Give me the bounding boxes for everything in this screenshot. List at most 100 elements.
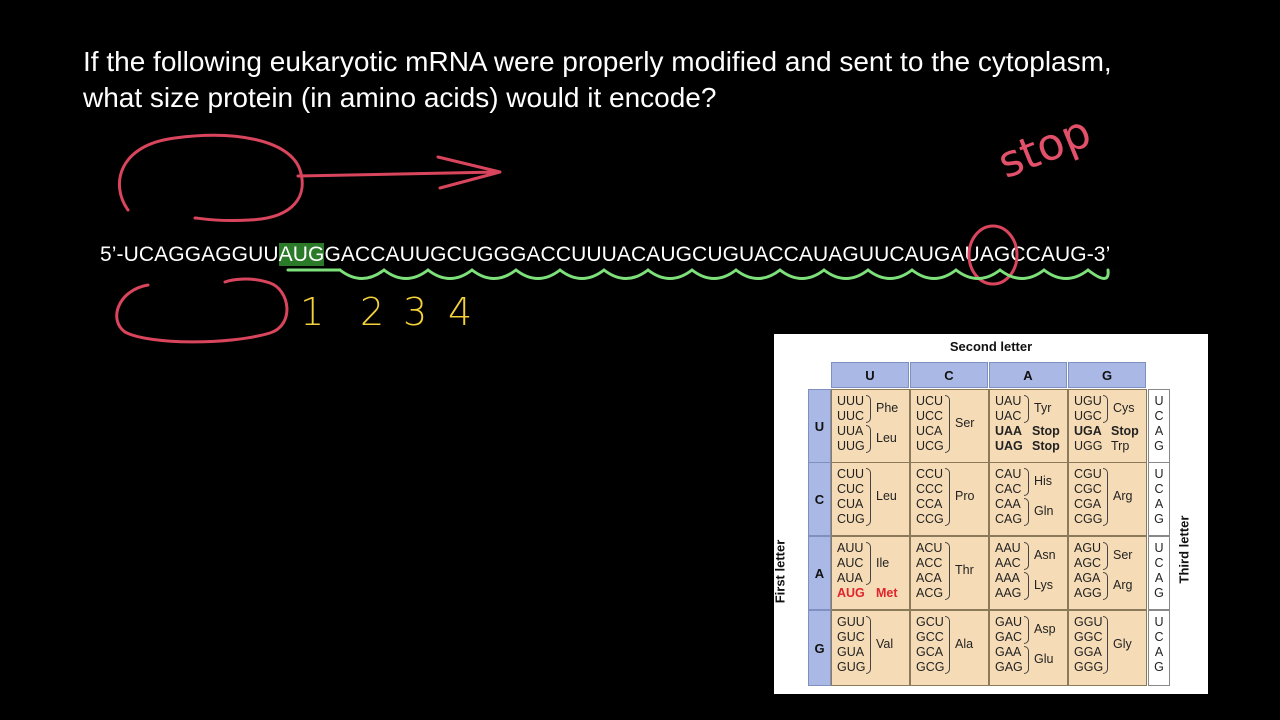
- stop-codon-circle: [967, 224, 1019, 286]
- amino-acid: Gln: [1034, 504, 1054, 518]
- codon: GCA: [916, 645, 944, 659]
- cap-loop-drawing: [118, 133, 304, 223]
- amino-acid: Thr: [955, 563, 974, 577]
- amino-acid: Ser: [955, 416, 975, 430]
- brace: [1024, 616, 1029, 644]
- codon: UGA: [1074, 424, 1102, 438]
- amino-acid: Stop: [1032, 439, 1060, 453]
- brace: [945, 468, 950, 526]
- sequence-leader: 5’-UCAGGAGGUU: [100, 243, 279, 266]
- brace: [945, 395, 950, 453]
- amino-acid: Phe: [876, 401, 899, 415]
- codon: UCG: [916, 439, 944, 453]
- codon: GCC: [916, 630, 944, 644]
- amino-acid: Lys: [1034, 578, 1053, 592]
- codon: UAU: [995, 394, 1022, 408]
- amino-acid: His: [1034, 474, 1053, 488]
- brace: [866, 395, 871, 423]
- brace: [1103, 616, 1108, 674]
- third-letter: U: [1154, 467, 1164, 481]
- codon: AUG: [837, 586, 865, 600]
- brace: [1103, 468, 1108, 526]
- third-letter: U: [1154, 541, 1164, 555]
- amino-acid: Tyr: [1034, 401, 1052, 415]
- brace: [866, 542, 871, 585]
- third-letter: U: [1154, 615, 1164, 629]
- codon: UUC: [837, 409, 865, 423]
- codon: AAG: [995, 586, 1022, 600]
- second-letter-c: C: [910, 362, 988, 388]
- third-letter: C: [1154, 409, 1164, 423]
- mrna-sequence: 5’-UCAGGAGGUUAUGGACCAUUGCUGGGACCUUUACAUG…: [100, 243, 1110, 267]
- third-letter: U: [1154, 394, 1164, 408]
- codon: GAC: [995, 630, 1023, 644]
- codon: GUG: [837, 660, 866, 674]
- brace: [866, 468, 871, 526]
- third-letter: G: [1154, 660, 1164, 674]
- third-letter: G: [1154, 512, 1164, 526]
- codon: AAC: [995, 556, 1021, 570]
- codon: CUA: [837, 497, 864, 511]
- brace: [1024, 498, 1029, 526]
- codon: ACA: [916, 571, 942, 585]
- third-letter: A: [1154, 645, 1164, 659]
- amino-acid: Arg: [1113, 489, 1133, 503]
- direction-arrow: [296, 155, 502, 190]
- codon: GCG: [916, 660, 945, 674]
- codon: CUG: [837, 512, 865, 526]
- codon: AGG: [1074, 586, 1102, 600]
- question-line-1: If the following eukaryotic mRNA were pr…: [83, 46, 1112, 77]
- amino-acid: Leu: [876, 489, 897, 503]
- codon: CAA: [995, 497, 1021, 511]
- codon: CCA: [916, 497, 943, 511]
- codon: UCU: [916, 394, 944, 408]
- codon-count-3: 3: [403, 290, 428, 334]
- third-letter: C: [1154, 556, 1164, 570]
- codon: UUG: [837, 439, 865, 453]
- codon: UCC: [916, 409, 944, 423]
- codon: GUC: [837, 630, 865, 644]
- brace: [1103, 542, 1108, 570]
- codon: GAG: [995, 660, 1023, 674]
- codon: CGU: [1074, 467, 1102, 481]
- codon: UCA: [916, 424, 943, 438]
- codon: CAG: [995, 512, 1023, 526]
- codon: AUC: [837, 556, 864, 570]
- codon-table: Second letter First letter Third letter …: [772, 334, 1208, 694]
- brace: [1024, 542, 1029, 570]
- question-text: If the following eukaryotic mRNA were pr…: [83, 44, 1243, 116]
- codon: UAA: [995, 424, 1023, 438]
- codon: GGG: [1074, 660, 1104, 674]
- codon-count-4: 4: [448, 290, 473, 334]
- codon: CCG: [916, 512, 944, 526]
- third-letter: C: [1154, 630, 1164, 644]
- amino-acid: Ile: [876, 555, 890, 570]
- codon: ACU: [916, 541, 943, 555]
- brace: [866, 616, 871, 674]
- third-letter: G: [1154, 439, 1164, 453]
- codon: AAU: [995, 541, 1021, 555]
- codon: AGA: [1074, 571, 1101, 585]
- third-letter: C: [1154, 482, 1164, 496]
- codon: CCU: [916, 467, 944, 481]
- codon: UGG: [1074, 439, 1103, 453]
- amino-acid: Leu: [876, 431, 897, 445]
- codon: GGC: [1074, 630, 1103, 644]
- brace: [866, 425, 871, 453]
- first-letter-a: A: [808, 536, 831, 610]
- amino-acid: Arg: [1113, 578, 1133, 592]
- amino-acid: Met: [876, 586, 898, 600]
- brace: [1103, 572, 1108, 600]
- brace: [1024, 572, 1029, 600]
- sequence-rest: GACCAUUGCUGGGACCUUUACAUGCUGUACCAUAGUUCAU…: [324, 243, 1111, 266]
- codon: AGC: [1074, 556, 1102, 570]
